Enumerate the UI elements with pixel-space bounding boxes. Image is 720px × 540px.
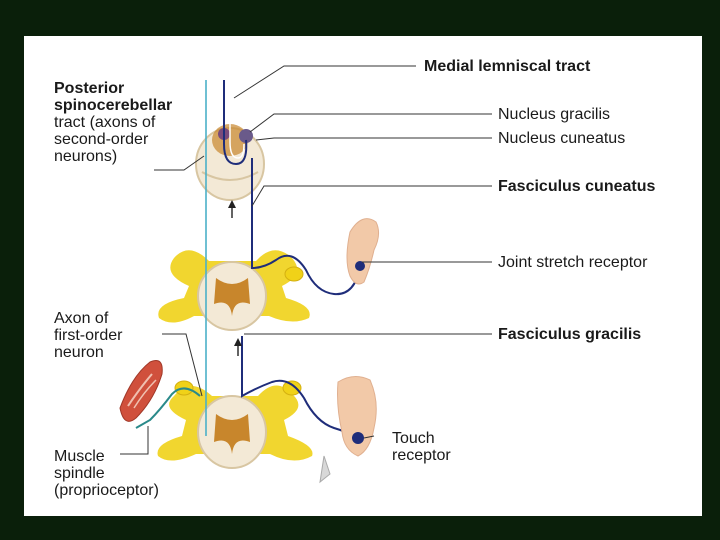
- label-axon-line-1: Axon of: [54, 310, 109, 327]
- middle-cord-section: [158, 250, 310, 331]
- joint-illustration: [346, 218, 380, 285]
- label-spindle-line-3: (proprioceptor): [54, 482, 159, 499]
- label-posterior-spinocerebellar-tract: Posterior spinocerebellar tract (axons o…: [54, 80, 172, 165]
- diagram-slide: Medial lemniscal tract Nucleus gracilis …: [24, 36, 702, 516]
- joint-receptor-mark: [355, 261, 365, 271]
- label-psc-line-1: Posterior: [54, 80, 125, 97]
- skin-illustration: [319, 376, 377, 484]
- leader-lines: [120, 65, 492, 455]
- label-touch-receptor-line-1: Touch: [392, 430, 435, 447]
- touch-receptor-mark: [352, 432, 364, 444]
- label-fasciculus-cuneatus: Fasciculus cuneatus: [498, 178, 656, 195]
- label-medial-lemniscal-tract: Medial lemniscal tract: [424, 58, 591, 75]
- label-touch-receptor-line-2: receptor: [392, 447, 451, 464]
- label-nucleus-cuneatus: Nucleus cuneatus: [498, 130, 626, 147]
- spinal-cord-illustration: [119, 65, 492, 484]
- label-spindle-line-1: Muscle: [54, 448, 105, 465]
- label-joint-stretch-receptor: Joint stretch receptor: [498, 254, 648, 271]
- ascending-tracts: [135, 80, 361, 439]
- label-axon-line-3: neuron: [54, 344, 104, 361]
- label-psc-line-5: neurons): [54, 148, 118, 165]
- label-axon-line-2: first-order: [54, 327, 123, 344]
- label-psc-line-4: second-order: [54, 131, 149, 148]
- label-muscle-spindle: Muscle spindle (proprioceptor): [54, 448, 159, 499]
- nucleus-cuneatus-mark: [239, 129, 253, 143]
- label-touch-receptor: Touch receptor: [392, 430, 451, 464]
- label-fasciculus-gracilis: Fasciculus gracilis: [498, 326, 642, 343]
- label-nucleus-gracilis: Nucleus gracilis: [498, 106, 611, 123]
- label-psc-line-2: spinocerebellar: [54, 97, 173, 114]
- lower-cord-section: [157, 380, 313, 469]
- muscle-illustration: [119, 360, 163, 422]
- label-spindle-line-2: spindle: [54, 465, 105, 482]
- label-psc-line-3: tract (axons of: [54, 114, 156, 131]
- label-axon-first-order-neuron: Axon of first-order neuron: [54, 310, 122, 361]
